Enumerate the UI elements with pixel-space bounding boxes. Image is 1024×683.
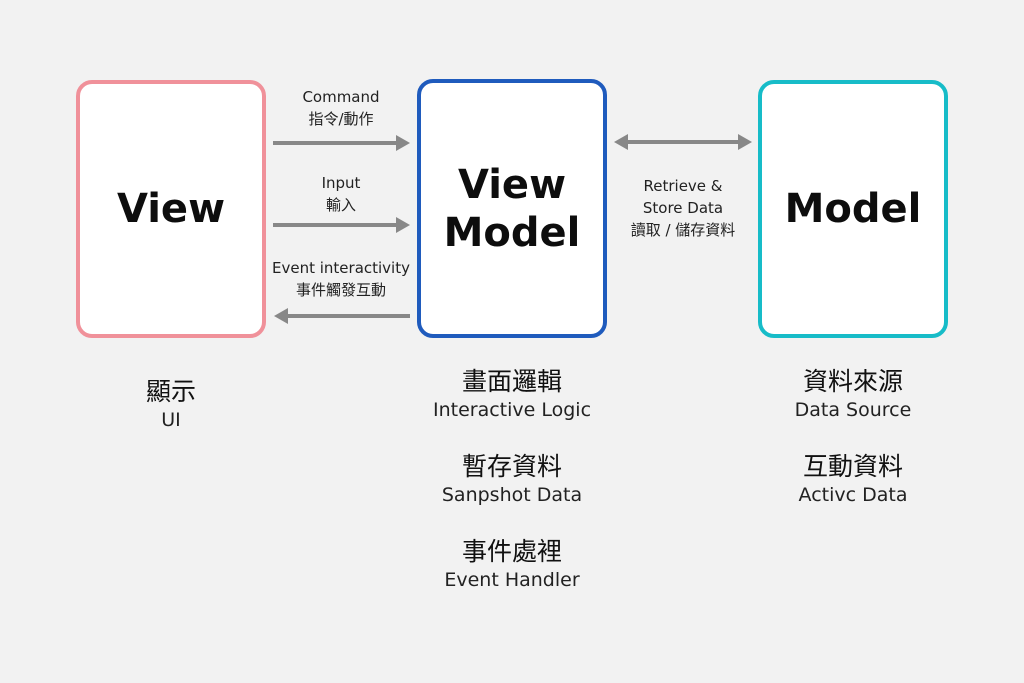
input-label: Input 輸入 — [321, 174, 361, 214]
view-model-feature-3: 事件處裡 Event Handler — [444, 537, 580, 591]
view-model-box: View Model — [417, 79, 607, 338]
event-arrow — [274, 308, 410, 324]
input-arrow — [273, 217, 410, 233]
model-title: Model — [784, 186, 922, 232]
view-box: View — [76, 80, 266, 338]
retrieve-store-arrow — [614, 134, 752, 150]
command-label: Command 指令/動作 — [302, 88, 380, 128]
retrieve-store-label: Retrieve & Store Data 讀取 / 儲存資料 — [630, 177, 736, 239]
event-label: Event interactivity 事件觸發互動 — [272, 259, 410, 299]
view-model-title: View Model — [443, 161, 581, 256]
model-box: Model — [758, 80, 948, 338]
view-title: View — [116, 186, 226, 232]
command-arrow — [273, 135, 410, 151]
view-caption: 顯示 UI — [145, 377, 196, 431]
model-feature-1: 資料來源 Data Source — [794, 367, 912, 421]
view-model-feature-1: 畫面邏輯 Interactive Logic — [432, 367, 592, 421]
view-model-feature-2: 暫存資料 Sanpshot Data — [441, 452, 583, 506]
model-feature-2: 互動資料 Activc Data — [798, 452, 908, 506]
